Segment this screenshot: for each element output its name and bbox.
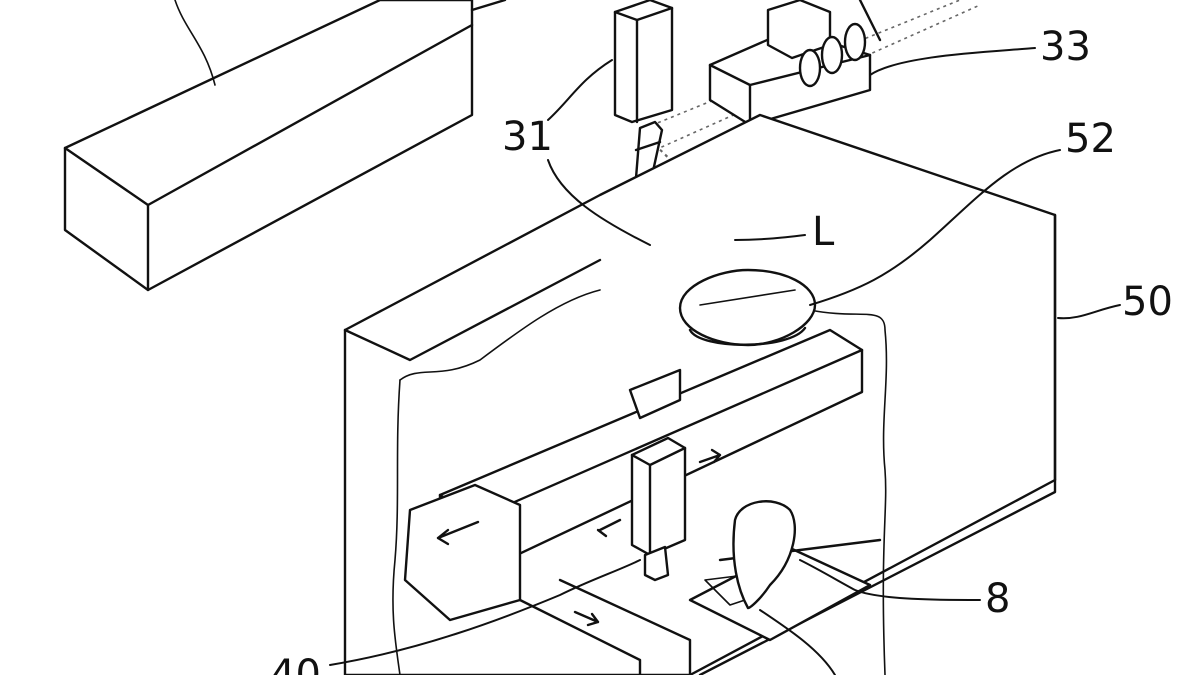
leader-40 — [329, 559, 641, 666]
leader-top-left — [174, 0, 216, 86]
leader-8 — [799, 559, 981, 601]
ref-label-33: 33 — [1040, 24, 1091, 70]
leader-bottom — [759, 609, 836, 675]
leader-33 — [869, 47, 1036, 76]
workpiece-8 — [732, 500, 797, 610]
leader-50 — [1057, 304, 1121, 320]
ref-label-40: 40 — [270, 652, 321, 675]
ref-label-52: 52 — [1065, 116, 1116, 162]
laser-source-box — [63, 0, 507, 292]
ref-label-L: L — [812, 209, 835, 255]
ref-label-31: 31 — [502, 114, 553, 160]
leader-lines — [329, 47, 1121, 675]
scanner-unit-31 — [613, 0, 674, 190]
ref-label-8: 8 — [985, 576, 1010, 622]
lens-52 — [678, 268, 817, 347]
leader-L — [734, 234, 806, 241]
gantry-assembly — [403, 328, 864, 627]
work-table — [518, 538, 882, 675]
leader-31 — [547, 59, 651, 246]
leader-52 — [809, 149, 1061, 306]
optics-unit-33 — [708, 0, 882, 127]
ref-label-50: 50 — [1122, 279, 1173, 325]
